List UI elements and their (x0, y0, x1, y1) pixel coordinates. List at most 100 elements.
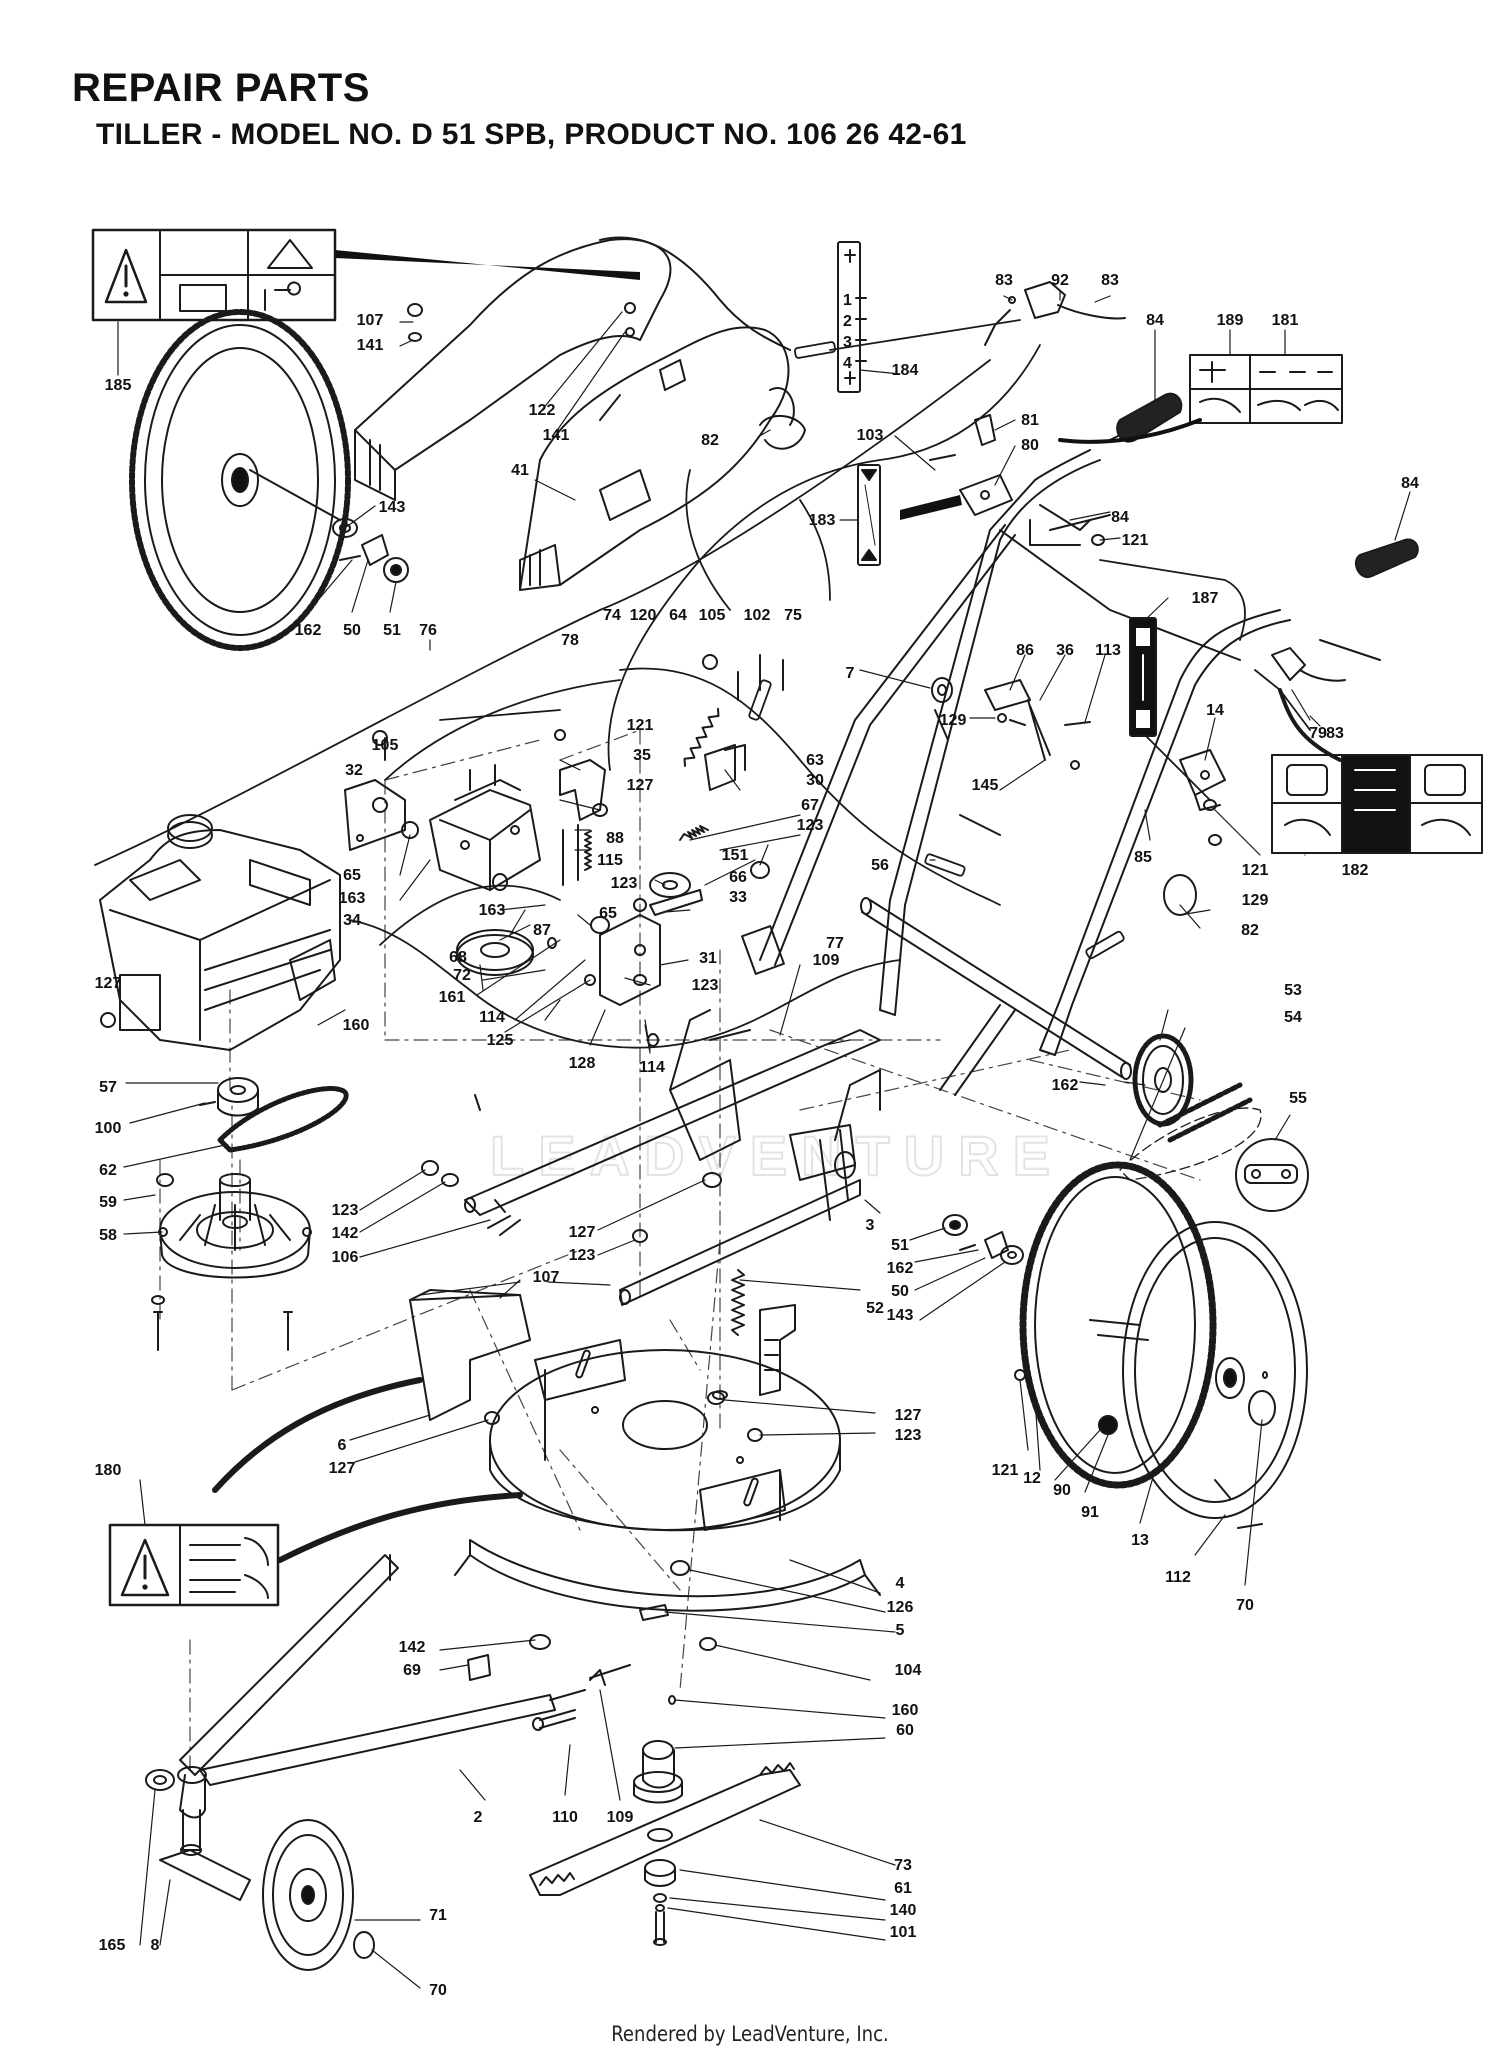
callout-163: 163 (479, 902, 506, 919)
callout-41: 41 (511, 462, 529, 479)
footer-credit: Rendered by LeadVenture, Inc. (611, 2022, 889, 2046)
plate-6 (409, 1289, 531, 1421)
callout-114: 114 (639, 1059, 665, 1076)
callout-84: 84 (1401, 475, 1419, 492)
callout-128: 128 (569, 1055, 596, 1072)
callout-51: 51 (891, 1237, 909, 1254)
callout-59: 59 (99, 1194, 117, 1211)
callout-126: 126 (887, 1599, 914, 1616)
callout-82: 82 (1241, 922, 1259, 939)
callout-115: 115 (597, 852, 623, 869)
decal-182 (1271, 754, 1483, 854)
callout-72: 72 (453, 967, 471, 984)
callout-113: 113 (1095, 642, 1121, 659)
callout-50: 50 (891, 1283, 909, 1300)
callout-112: 112 (1165, 1569, 1191, 1586)
callout-55: 55 (1289, 1090, 1307, 1107)
callout-102: 102 (744, 607, 771, 624)
chain-link-55 (1235, 1138, 1309, 1212)
blade-bolt-101 (644, 1859, 676, 1946)
callout-83: 83 (995, 272, 1013, 289)
callout-58: 58 (99, 1227, 117, 1244)
callout-84: 84 (1111, 509, 1129, 526)
callout-88: 88 (606, 830, 624, 847)
callout-121: 121 (627, 717, 654, 734)
callout-105: 105 (699, 607, 726, 624)
svg-text:4: 4 (843, 355, 852, 372)
callout-123: 123 (895, 1427, 922, 1444)
callout-145: 145 (972, 777, 999, 794)
callout-180: 180 (95, 1462, 122, 1479)
svg-text:3: 3 (843, 334, 852, 351)
callout-53: 53 (1284, 982, 1302, 999)
pulley-68 (456, 929, 534, 976)
tensioner-66 (649, 872, 703, 916)
pulley-57 (217, 1077, 259, 1117)
callout-82: 82 (701, 432, 719, 449)
bracket-30 (704, 744, 746, 791)
callout-125: 125 (487, 1032, 514, 1049)
callout-87: 87 (533, 922, 551, 939)
callout-34: 34 (343, 912, 361, 929)
callout-62: 62 (99, 1162, 117, 1179)
callout-143: 143 (379, 499, 406, 516)
callout-78: 78 (561, 632, 579, 649)
callout-67: 67 (801, 797, 819, 814)
bracket-35 (559, 759, 606, 821)
callout-80: 80 (1021, 437, 1039, 454)
callout-2: 2 (474, 1809, 483, 1826)
callout-5: 5 (896, 1622, 905, 1639)
callout-13: 13 (1131, 1532, 1149, 1549)
callout-120: 120 (630, 607, 657, 624)
callout-165: 165 (99, 1937, 126, 1954)
callout-109: 109 (813, 952, 840, 969)
callout-151: 151 (722, 847, 749, 864)
rear-wheel-right (1014, 1161, 1308, 1519)
caster-8 (159, 1809, 251, 1901)
callout-85: 85 (1134, 849, 1152, 866)
callout-129: 129 (940, 712, 967, 729)
front-bolts (467, 1634, 631, 1731)
callout-101: 101 (890, 1924, 917, 1941)
callout-127: 127 (569, 1224, 596, 1241)
callout-50: 50 (343, 622, 361, 639)
callout-127: 127 (895, 1407, 922, 1424)
lower-handle (741, 524, 1016, 1096)
callout-183: 183 (809, 512, 836, 529)
svg-text:1: 1 (843, 292, 852, 309)
handle-grip-84 (1116, 392, 1419, 579)
callout-141: 141 (543, 427, 570, 444)
callout-73: 73 (894, 1857, 912, 1874)
callout-63: 63 (806, 752, 824, 769)
callout-162: 162 (295, 622, 322, 639)
callout-182: 182 (1342, 862, 1369, 879)
callout-56: 56 (871, 857, 889, 874)
callout-64: 64 (669, 607, 687, 624)
callout-106: 106 (332, 1249, 359, 1266)
blade-adapter-60 (633, 1740, 683, 1804)
blade-adapter-58 (158, 1173, 312, 1279)
callout-61: 61 (894, 1880, 912, 1897)
callout-187: 187 (1192, 590, 1219, 607)
callout-75: 75 (784, 607, 802, 624)
callout-122: 122 (529, 402, 556, 419)
clip-165 (145, 1769, 175, 1791)
belt-62 (217, 1086, 349, 1153)
callout-143: 143 (887, 1307, 914, 1324)
deck-hardware (639, 1390, 728, 1705)
callout-79: 79 (1309, 725, 1327, 742)
callout-4: 4 (896, 1575, 905, 1592)
callout-121: 121 (1122, 532, 1149, 549)
callout-36: 36 (1056, 642, 1074, 659)
upper-handle (879, 392, 1419, 1056)
callout-162: 162 (1052, 1077, 1079, 1094)
callout-123: 123 (611, 875, 638, 892)
callout-70: 70 (429, 1982, 447, 1999)
callout-31: 31 (699, 950, 717, 967)
transmission-34 (429, 764, 541, 891)
decal-187 (1129, 617, 1157, 737)
throttle-lever-92 (984, 281, 1126, 346)
page-title: REPAIR PARTS (72, 66, 370, 110)
callout-92: 92 (1051, 272, 1069, 289)
callout-66: 66 (729, 869, 747, 886)
